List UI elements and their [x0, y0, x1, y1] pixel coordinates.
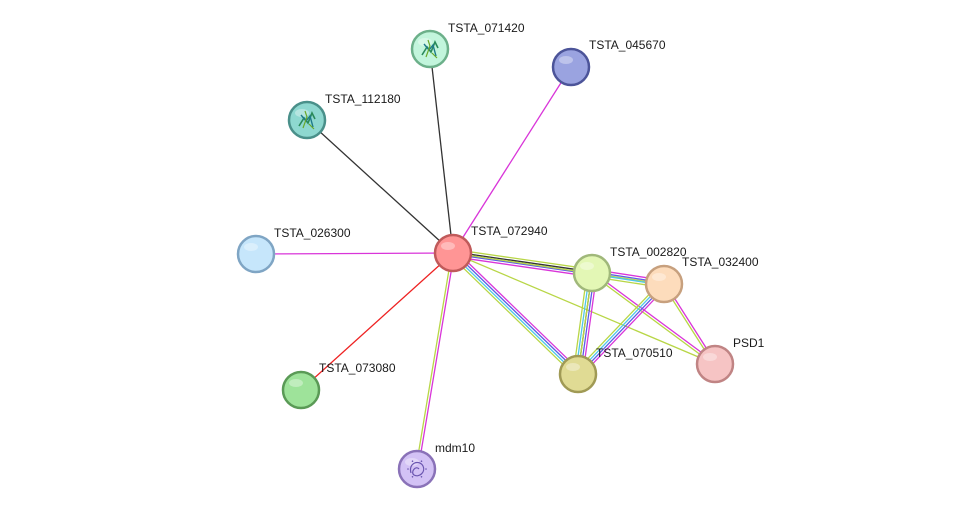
edge-TSTA_002820-PSD1[interactable] [590, 271, 717, 366]
edge-evidence-line [306, 119, 454, 254]
edge-evidence-line [415, 252, 453, 469]
edge-evidence-line [450, 255, 576, 378]
node-label: TSTA_073080 [319, 361, 396, 375]
node-TSTA_045670[interactable]: TSTA_045670 [551, 38, 666, 87]
node-circle[interactable] [281, 370, 321, 410]
edge-TSTA_072940-TSTA_112180[interactable] [306, 119, 454, 254]
node-circle[interactable] [236, 234, 276, 274]
node-TSTA_072940[interactable]: TSTA_072940 [433, 224, 548, 273]
node-label: TSTA_070510 [596, 346, 673, 360]
node-highlight [405, 458, 419, 466]
node-label: TSTA_071420 [448, 21, 525, 35]
edge-TSTA_072940-mdm10[interactable] [415, 252, 455, 470]
edge-evidence-line [578, 284, 666, 376]
node-TSTA_026300[interactable]: TSTA_026300 [236, 226, 351, 274]
node-mdm10[interactable]: mdm10 [397, 441, 475, 489]
edge-evidence-line [574, 281, 662, 372]
edge-evidence-line [451, 253, 578, 376]
edge-evidence-line [452, 255, 592, 278]
node-label: TSTA_072940 [471, 224, 548, 238]
protein-structure-icon [298, 110, 316, 130]
edge-TSTA_072940-TSTA_032400[interactable] [452, 252, 665, 285]
edge-evidence-line [455, 249, 581, 372]
edge-TSTA_072940-PSD1[interactable] [452, 252, 716, 365]
edge-TSTA_032400-TSTA_070510[interactable] [574, 281, 668, 377]
edge-TSTA_072940-TSTA_002820[interactable] [452, 248, 593, 278]
node-label: PSD1 [733, 336, 765, 350]
node-highlight [703, 353, 717, 361]
node-TSTA_112180[interactable]: TSTA_112180 [287, 92, 401, 140]
node-layer: TSTA_072940 TSTA_071420TSTA_045670TSTA_11… [236, 21, 765, 489]
edge-evidence-line [580, 286, 668, 377]
edge-evidence-line [453, 251, 593, 273]
node-label: TSTA_045670 [589, 38, 666, 52]
edge-evidence-line [255, 252, 454, 255]
edge-TSTA_072940-TSTA_026300[interactable] [255, 252, 454, 255]
edge-evidence-line [590, 273, 715, 366]
edge-TSTA_072940-TSTA_045670[interactable] [452, 66, 572, 254]
node-circle[interactable] [551, 47, 591, 87]
node-circle[interactable] [644, 264, 684, 304]
node-label: mdm10 [435, 441, 475, 455]
edge-evidence-line [417, 253, 455, 470]
node-highlight [559, 56, 573, 64]
node-highlight [566, 363, 580, 371]
node-PSD1[interactable]: PSD1 [695, 336, 765, 384]
protein-structure-icon [407, 460, 427, 478]
node-TSTA_073080[interactable]: TSTA_073080 [281, 361, 396, 410]
edge-evidence-line [452, 66, 572, 254]
node-circle[interactable] [695, 344, 735, 384]
node-TSTA_032400[interactable]: TSTA_032400 [644, 255, 759, 304]
edge-evidence-line [429, 48, 454, 254]
node-highlight [244, 243, 258, 251]
node-circle[interactable] [572, 253, 612, 293]
edge-evidence-line [453, 251, 580, 374]
node-TSTA_002820[interactable]: TSTA_002820 [572, 245, 687, 293]
node-label: TSTA_032400 [682, 255, 759, 269]
node-circle[interactable] [558, 354, 598, 394]
node-highlight [441, 242, 455, 250]
edge-TSTA_072940-TSTA_071420[interactable] [429, 48, 454, 254]
node-circle[interactable] [433, 233, 473, 273]
edge-evidence-line [452, 252, 665, 285]
edge-evidence-line [592, 271, 717, 364]
protein-structure-icon [421, 39, 439, 59]
node-label: TSTA_002820 [610, 245, 687, 259]
node-highlight [580, 262, 594, 270]
node-highlight [289, 379, 303, 387]
node-circle[interactable] [397, 449, 437, 489]
edge-evidence-line [576, 282, 664, 374]
node-label: TSTA_112180 [325, 92, 401, 106]
edge-evidence-line [300, 252, 454, 391]
edge-TSTA_072940-TSTA_070510[interactable] [450, 249, 581, 378]
node-label: TSTA_026300 [274, 226, 351, 240]
edge-TSTA_072940-TSTA_073080[interactable] [300, 252, 454, 391]
edge-evidence-line [452, 252, 716, 365]
edge-evidence-line [452, 253, 592, 275]
node-TSTA_071420[interactable]: TSTA_071420 [410, 21, 525, 69]
node-TSTA_070510[interactable]: TSTA_070510 [558, 346, 673, 394]
node-highlight [652, 273, 666, 281]
edge-layer [255, 48, 717, 470]
edge-evidence-line [453, 248, 593, 271]
